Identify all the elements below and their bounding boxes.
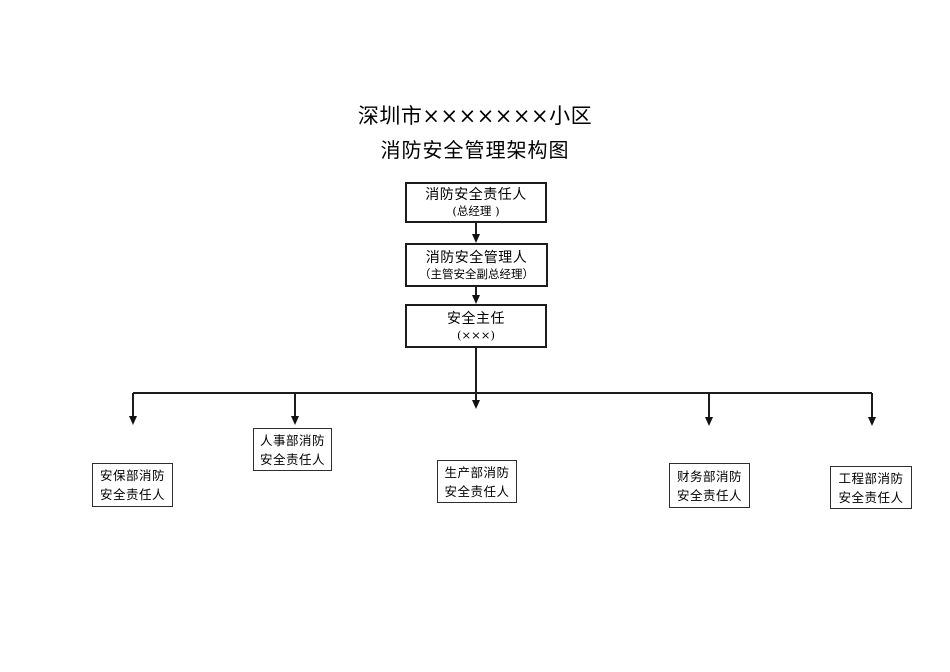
org-box-role: 消防安全责任人 [425, 187, 527, 203]
connector-trunk-arrowhead [471, 400, 480, 409]
org-box-fire-safety-responsible-person: 消防安全责任人 (总经理 ) [405, 182, 547, 223]
org-box-dept-security: 安保部消防 安全责任人 [92, 463, 173, 507]
connector-branch-engineering-line [871, 393, 873, 417]
connector-branch-finance-line [708, 393, 710, 417]
dept-box-line2: 安全责任人 [676, 487, 742, 503]
connector-branch-rail [133, 392, 872, 394]
org-box-role: 安全主任 [447, 310, 505, 327]
document-title: 深圳市×××××××小区 [357, 104, 593, 128]
org-box-dept-engineering: 工程部消防 安全责任人 [830, 466, 912, 509]
org-box-dept-production: 生产部消防 安全责任人 [437, 460, 517, 503]
org-box-holder: (×××) [457, 327, 495, 342]
connector-trunk-line [475, 348, 477, 400]
org-box-dept-hr: 人事部消防 安全责任人 [253, 428, 332, 471]
dept-box-line2: 安全责任人 [838, 489, 904, 505]
connector-chain-1-arrowhead [471, 234, 480, 243]
dept-box-line1: 安保部消防 [99, 468, 165, 483]
dept-box-line1: 工程部消防 [838, 470, 904, 486]
connector-branch-finance-arrowhead [704, 417, 713, 426]
connector-branch-security-arrowhead [128, 416, 137, 425]
connector-branch-hr-line [294, 393, 296, 416]
org-box-holder: （主管安全副总经理） [419, 266, 534, 281]
org-box-dept-finance: 财务部消防 安全责任人 [669, 463, 750, 508]
dept-box-line2: 安全责任人 [99, 487, 165, 502]
dept-box-line2: 安全责任人 [259, 451, 325, 467]
dept-box-line1: 财务部消防 [676, 468, 742, 484]
org-box-role: 消防安全管理人 [425, 249, 528, 266]
connector-branch-engineering-arrowhead [867, 417, 876, 426]
dept-box-line1: 生产部消防 [444, 464, 510, 480]
connector-branch-security-line [132, 393, 134, 416]
org-box-safety-director: 安全主任 (×××) [405, 304, 547, 348]
dept-box-line1: 人事部消防 [259, 432, 325, 448]
connector-chain-2-arrowhead [471, 295, 480, 304]
org-box-fire-safety-manager: 消防安全管理人 （主管安全副总经理） [405, 243, 548, 287]
document-subtitle: 消防安全管理架构图 [380, 138, 570, 162]
dept-box-line2: 安全责任人 [444, 483, 510, 499]
connector-chain-2-line [475, 287, 477, 296]
org-box-holder: (总经理 ) [452, 204, 500, 218]
connector-branch-hr-arrowhead [290, 416, 299, 425]
connector-chain-1-line [475, 223, 477, 235]
